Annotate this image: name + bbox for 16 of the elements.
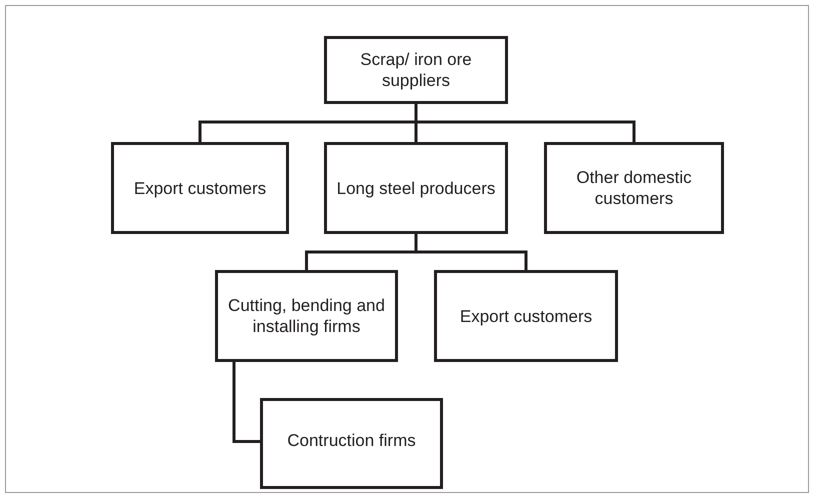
box-label: Cutting, bending and installing firms [227,295,386,337]
org-box [434,270,618,362]
connector-line [232,362,260,443]
box-label: Other domestic customers [575,167,693,209]
box-label: Long steel producers [336,178,496,198]
org-box [544,142,724,234]
org-box [324,36,508,104]
box-label: Contruction firms [287,430,416,451]
org-box [215,270,398,362]
box-label: Export customers [134,178,266,198]
org-box [324,142,508,234]
box-label: Scrap/ iron ore suppliers [359,49,473,91]
org-box [260,398,443,489]
org-box [111,142,289,234]
box-label: Export customers [460,306,592,326]
connector-line [414,234,528,270]
